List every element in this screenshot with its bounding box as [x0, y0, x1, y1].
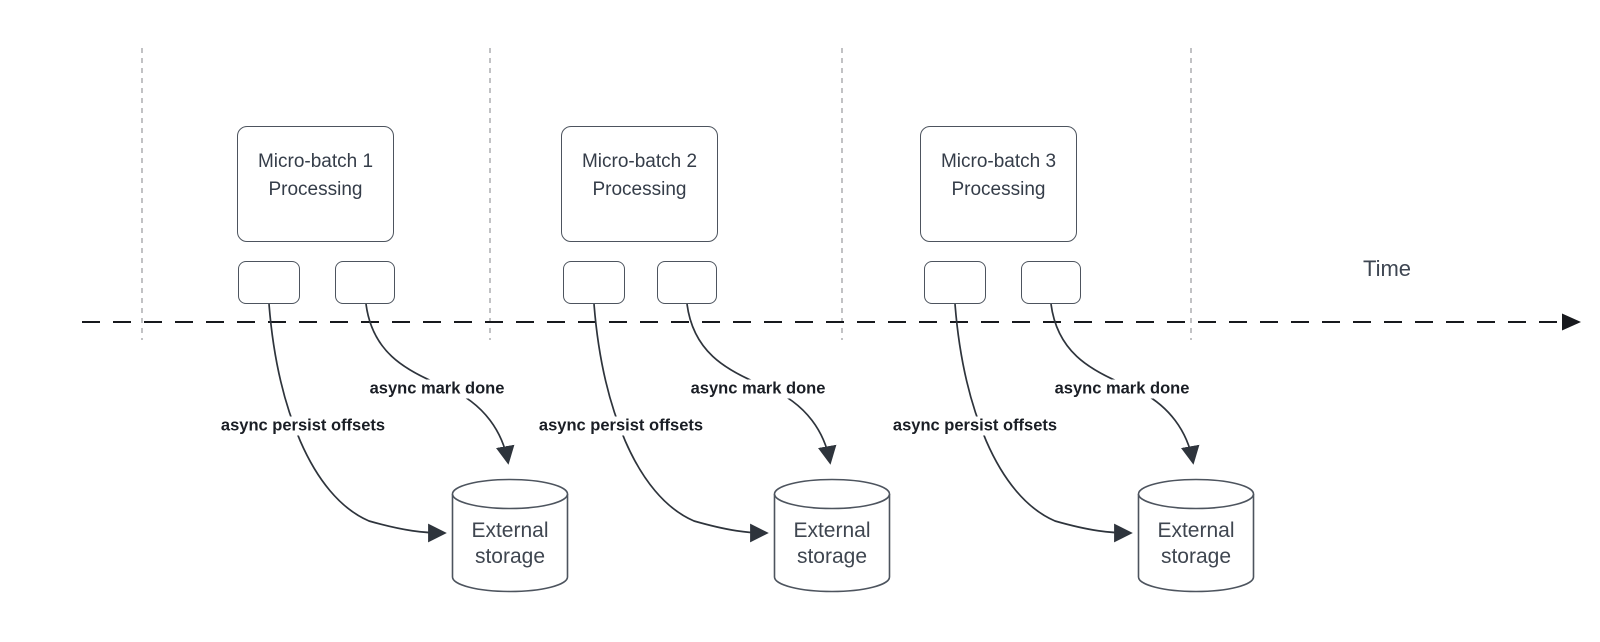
external-storage-cylinder-3: External storage [1137, 478, 1255, 593]
micro-batch-2-box: Micro-batch 2 Processing [561, 126, 718, 242]
external-storage-label: External storage [793, 518, 871, 568]
cylinder-shape [451, 478, 569, 593]
persist-offsets-label-1: async persist offsets [217, 416, 389, 436]
micro-batch-1-box: Micro-batch 1 Processing [237, 126, 394, 242]
micro-batch-2-offset-task-box [563, 261, 625, 304]
persist-offsets-label-2: async persist offsets [535, 416, 707, 436]
micro-batch-1-done-task-box [335, 261, 395, 304]
micro-batch-3-box: Micro-batch 3 Processing [920, 126, 1077, 242]
persist-offsets-arrow-2 [593, 303, 769, 543]
micro-batch-2-done-task-box [657, 261, 717, 304]
mark-done-label-2: async mark done [687, 379, 829, 399]
external-storage-cylinder-1: External storage [451, 478, 569, 593]
external-storage-label: External storage [1157, 518, 1235, 568]
micro-batch-2-label: Micro-batch 2 Processing [581, 151, 698, 200]
time-axis-label: Time [1362, 256, 1412, 281]
micro-batch-1-label: Micro-batch 1 Processing [257, 151, 374, 200]
micro-batch-1-offset-task-box [238, 261, 300, 304]
external-storage-cylinder-2: External storage [773, 478, 891, 593]
micro-batch-3-offset-task-box [924, 261, 986, 304]
external-storage-label: External storage [471, 518, 549, 568]
time-axis-arrowhead [1562, 313, 1581, 331]
persist-offsets-label-3: async persist offsets [889, 416, 1061, 436]
persist-offsets-arrow-3 [954, 303, 1133, 543]
mark-done-label-1: async mark done [366, 379, 508, 399]
micro-batch-3-label: Micro-batch 3 Processing [940, 151, 1057, 200]
persist-offsets-arrow-1 [268, 303, 447, 543]
micro-batch-3-done-task-box [1021, 261, 1081, 304]
mark-done-label-3: async mark done [1051, 379, 1193, 399]
cylinder-shape [1137, 478, 1255, 593]
cylinder-shape [773, 478, 891, 593]
